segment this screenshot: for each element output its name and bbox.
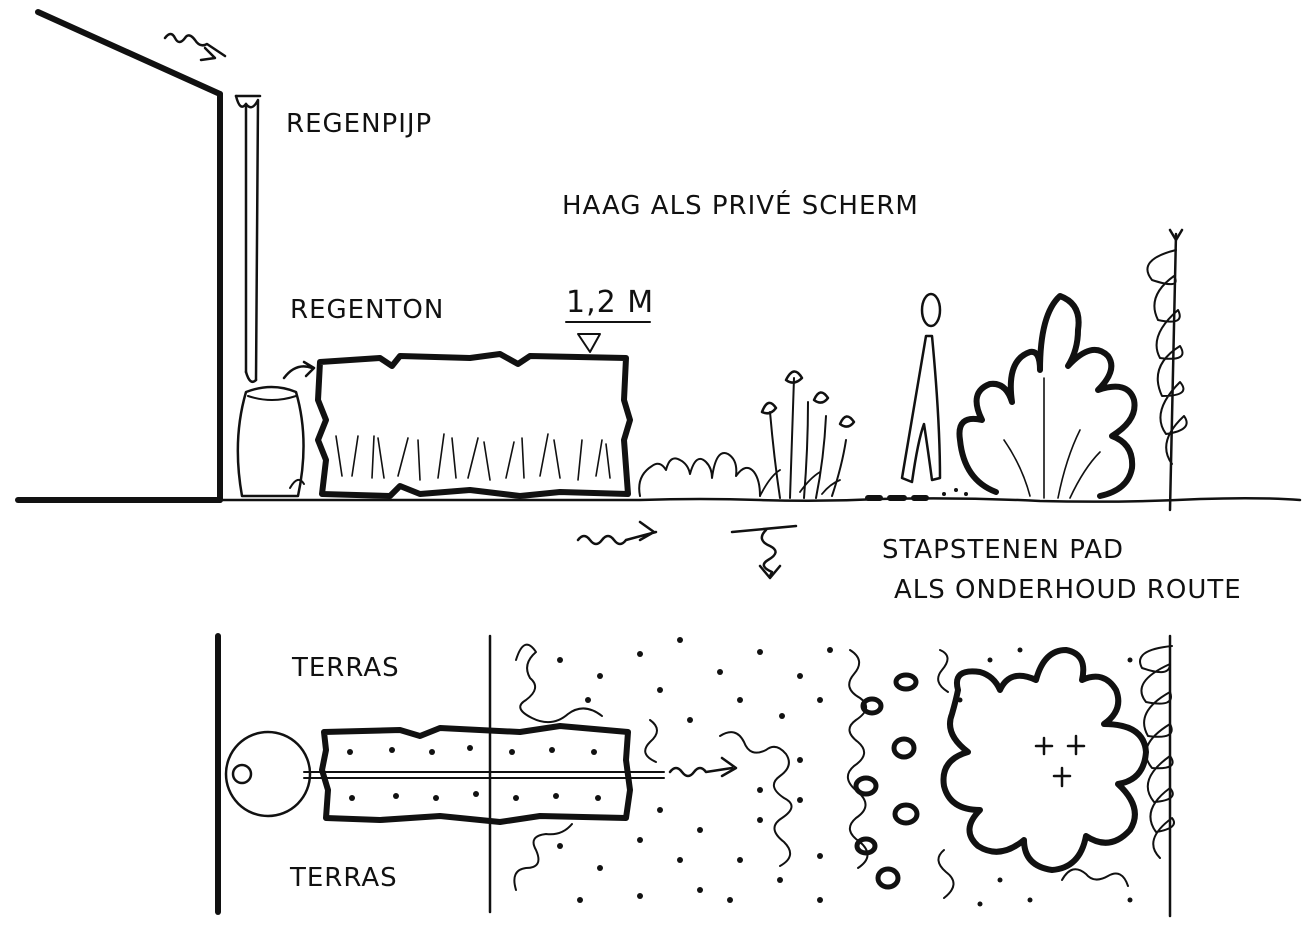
hedge-plan-outline: [944, 650, 1147, 870]
person-figure: [902, 294, 940, 482]
planter-box-plan: [322, 726, 630, 822]
label-haag: HAAG ALS PRIVÉ SCHERM: [562, 189, 919, 221]
rain-flow-arrow-roof: [165, 34, 225, 60]
plan-view: TERRAS TERRAS: [218, 636, 1174, 916]
low-shrub-outline: [639, 453, 760, 496]
planting-outline-lower: [514, 824, 572, 890]
label-stapstenen-line1: STAPSTENEN PAD: [882, 535, 1124, 565]
hedge-shrub-outline: [959, 296, 1134, 496]
height-marker: [566, 322, 650, 352]
infiltration-arrow: [732, 526, 796, 578]
stepping-stones-plan: [856, 675, 917, 887]
label-regenton: REGENTON: [290, 295, 444, 325]
planter-box-section: [318, 354, 630, 496]
climber-on-pole-icon: [1147, 230, 1186, 510]
water-flow-arrow: [578, 522, 656, 544]
label-height: 1,2 M: [566, 285, 654, 320]
section-view: REGENPIJP HAAG ALS PRIVÉ SCHERM REGENTON…: [18, 12, 1300, 605]
label-terras-bottom: TERRAS: [289, 863, 398, 893]
plan-flow-arrow: [670, 758, 736, 776]
label-stapstenen-line2: ALS ONDERHOUD ROUTE: [894, 575, 1242, 605]
rain-barrel-plan-icon: [226, 732, 664, 816]
roof-line: [38, 12, 220, 94]
tall-flowers-icon: [760, 371, 854, 498]
planting-outline-right: [848, 650, 868, 868]
planting-outline-upper: [516, 645, 602, 723]
planting-outline-middle: [645, 720, 791, 866]
label-regenpijp: REGENPIJP: [286, 109, 432, 139]
climber-plan-icon: [1140, 636, 1174, 916]
rain-barrel-icon: [238, 362, 314, 496]
hedge-plan-crosses: [1036, 736, 1084, 786]
downpipe-icon: [236, 96, 260, 382]
label-terras-top: TERRAS: [291, 653, 400, 683]
